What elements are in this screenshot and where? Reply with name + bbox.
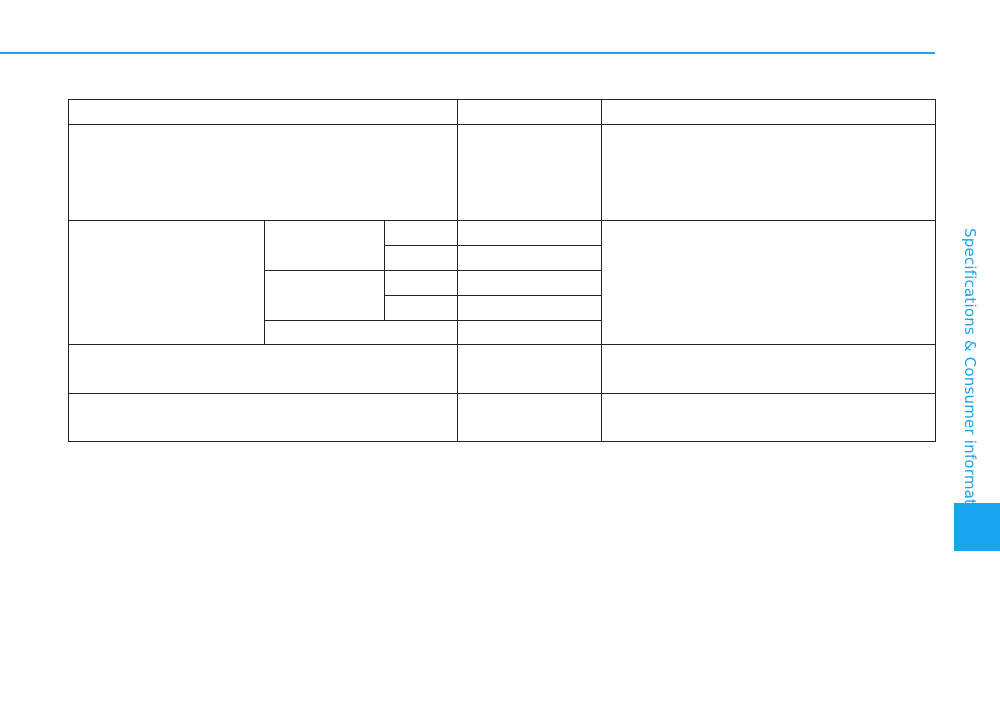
table-cell	[264, 220, 385, 271]
table-cell	[457, 270, 603, 296]
table-cell	[263, 320, 459, 345]
table-row	[67, 393, 937, 442]
table-cell	[264, 270, 385, 321]
table-row	[67, 124, 937, 221]
section-tab-marker	[954, 503, 1000, 551]
table-cell	[383, 245, 459, 271]
table-row	[68, 220, 937, 345]
table-cell	[601, 393, 937, 442]
table-cell	[457, 245, 603, 271]
spec-table	[67, 99, 937, 442]
table-cell	[68, 220, 265, 345]
table-cell	[457, 99, 603, 125]
table-row	[69, 320, 936, 345]
table-cell	[67, 344, 459, 394]
table-cell	[457, 320, 603, 345]
table-row	[69, 295, 936, 321]
table-cell	[383, 295, 459, 321]
table-cell	[67, 124, 459, 221]
table-cell	[601, 344, 937, 394]
table-cell	[457, 124, 603, 221]
table-cell	[457, 295, 603, 321]
table-cell	[457, 344, 603, 394]
table-cell	[457, 393, 603, 442]
table-cell	[383, 270, 459, 296]
table-row	[67, 344, 937, 394]
table-cell	[67, 393, 459, 442]
table-cell	[601, 220, 937, 345]
header-rule	[0, 52, 935, 54]
table-cell	[67, 99, 459, 125]
table-cell	[383, 220, 459, 246]
table-header-row	[67, 99, 937, 125]
table-cell	[457, 220, 603, 246]
section-tab-label: Specifications & Consumer information	[961, 228, 979, 529]
table-cell	[601, 124, 937, 221]
table-cell	[601, 99, 937, 125]
